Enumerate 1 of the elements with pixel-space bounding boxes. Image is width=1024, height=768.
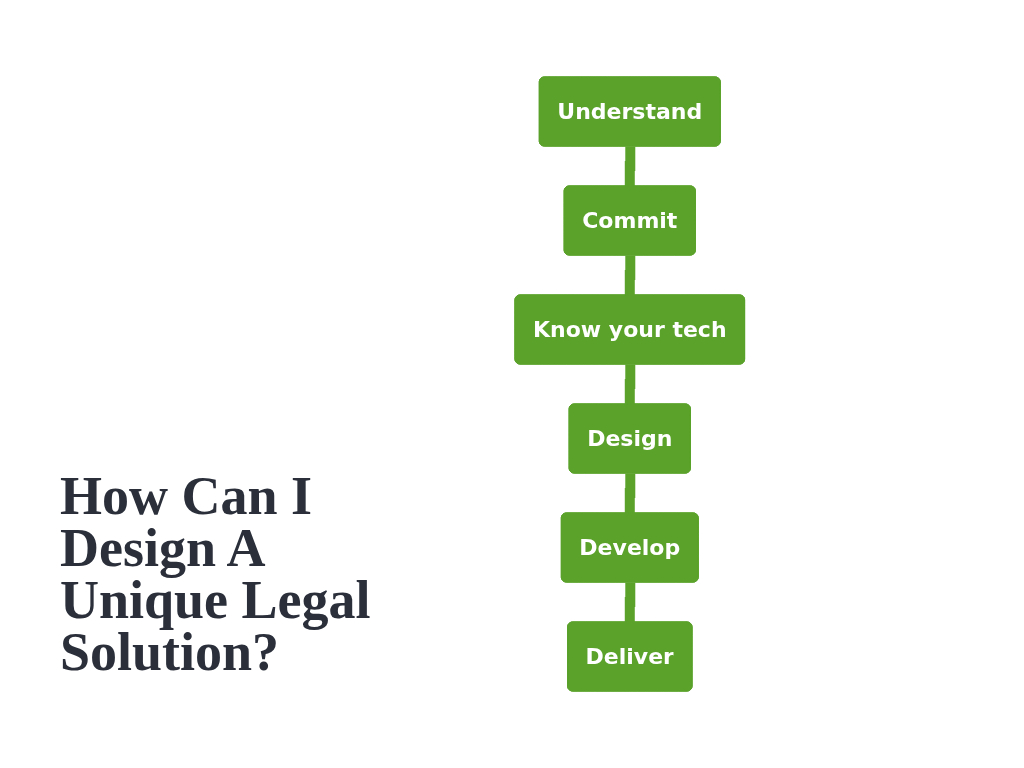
title: How Can I Design A Unique Legal Solution? — [60, 470, 372, 678]
